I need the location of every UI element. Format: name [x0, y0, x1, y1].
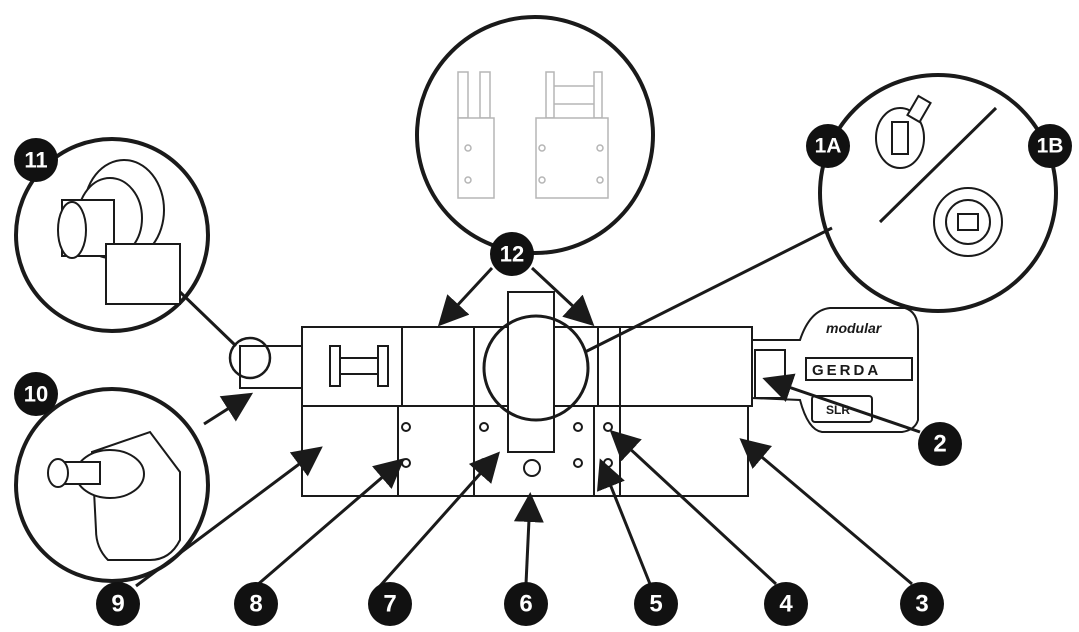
- callout-6: 6: [504, 582, 548, 626]
- cylinder-body: [239, 291, 753, 497]
- pin-assembly: [329, 345, 389, 387]
- right-module-bottom: [619, 405, 749, 497]
- callout-9: 9: [96, 582, 140, 626]
- shaft-highlight-circle: [228, 336, 272, 380]
- key-brand-top: modular: [826, 320, 883, 336]
- callout-3-label: 3: [915, 591, 928, 618]
- callout-2-label: 2: [933, 431, 946, 458]
- callout-7-label: 7: [383, 591, 396, 618]
- callout-7: 7: [368, 582, 412, 626]
- cam-highlight-circle: [482, 314, 590, 422]
- callout-1a: 1A: [806, 124, 850, 168]
- key-brand-main: GERDA: [812, 362, 881, 379]
- callout-3: 3: [900, 582, 944, 626]
- detail-circle-1: [818, 73, 1058, 313]
- leader-lines: [135, 226, 921, 588]
- callout-1b-label: 1B: [1037, 135, 1064, 158]
- spacer-left-bottom: [397, 405, 475, 497]
- right-module-top: [619, 326, 753, 407]
- callout-12: 12: [490, 232, 534, 276]
- callout-10-label: 10: [24, 382, 48, 407]
- detail-circle-12: [415, 15, 655, 255]
- callout-9-label: 9: [111, 591, 124, 618]
- front-shaft: [239, 345, 305, 389]
- callout-1b: 1B: [1028, 124, 1072, 168]
- callout-4: 4: [764, 582, 808, 626]
- gear-icon: [933, 187, 1003, 257]
- detail-circle-11: [14, 137, 210, 333]
- callout-1a-label: 1A: [815, 135, 842, 158]
- detail-circle-10: [14, 387, 210, 583]
- spacer-left-top: [401, 326, 475, 407]
- callout-5: 5: [634, 582, 678, 626]
- callout-12-label: 12: [500, 242, 524, 267]
- callout-2: 2: [918, 422, 962, 466]
- callout-10: 10: [14, 372, 58, 416]
- callout-4-label: 4: [779, 591, 793, 618]
- key: modular GERDA SLR: [751, 307, 919, 433]
- callout-11: 11: [14, 138, 58, 182]
- callout-11-label: 11: [24, 148, 47, 173]
- callout-8: 8: [234, 582, 278, 626]
- callout-5-label: 5: [649, 591, 662, 618]
- callout-6-label: 6: [519, 591, 532, 618]
- callout-8-label: 8: [249, 591, 262, 618]
